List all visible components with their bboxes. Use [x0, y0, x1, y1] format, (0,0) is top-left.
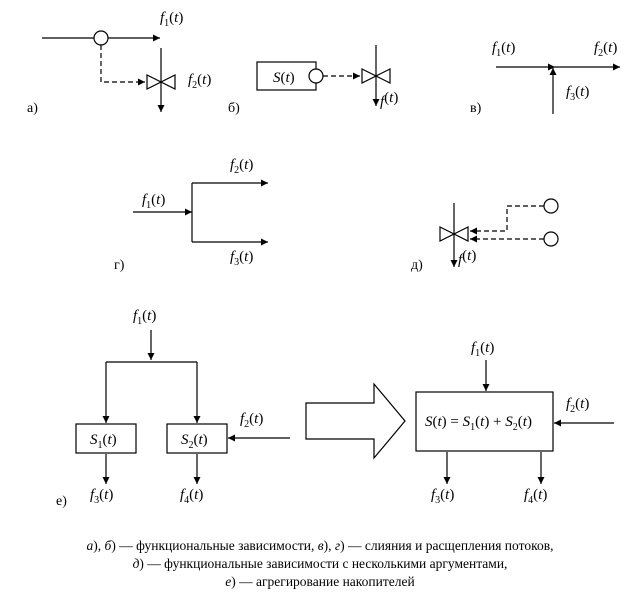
panel-tag-e: е): [56, 494, 67, 509]
label-f2-e-merged: f2(t): [566, 396, 589, 415]
storage-s2-label: S2(t): [181, 432, 208, 451]
panel-e-left: f1(t) S1(t) S2(t) f2(t) f3(t) f4(t) е): [56, 308, 290, 509]
panel-tag-d: д): [411, 258, 423, 273]
sensor-node: [93, 30, 109, 46]
label-f2-g: f2(t): [230, 157, 253, 176]
caption-segment: а: [86, 538, 94, 553]
caption-segment: б: [104, 538, 112, 553]
valve-icon: [439, 226, 469, 242]
caption-segment: е: [225, 574, 232, 589]
label-f1-e: f1(t): [133, 308, 156, 327]
storage-s1-label: S1(t): [90, 432, 117, 451]
valve-icon: [361, 68, 391, 84]
valve-icon: [146, 74, 176, 90]
sensor-node: [543, 231, 559, 247]
caption-segment: ) — функциональные зависимости с несколь…: [139, 556, 508, 571]
label-f3-g: f3(t): [230, 249, 253, 268]
storage-label-b: S(t): [273, 70, 295, 86]
caption-line-2: д) — функциональные зависимости с нескол…: [0, 556, 640, 572]
label-f2-e: f2(t): [240, 411, 263, 430]
transform-arrow-icon: [305, 382, 406, 460]
caption-segment: ) — агрегирование накопителей: [231, 574, 415, 589]
storage-s2-box: [166, 423, 228, 454]
panel-d: f(t) д): [411, 198, 559, 273]
label-f4-e: f4(t): [180, 487, 203, 506]
panel-tag-g: г): [114, 258, 125, 273]
panel-e-right: f1(t) S(t) = S1(t) + S2(t) f2(t) f3(t) f…: [415, 340, 614, 506]
label-f2-a: f2(t): [188, 72, 211, 91]
panel-g: f1(t) f2(t) f3(t) г): [114, 157, 268, 273]
panel-v: f1(t) f2(t) f3(t) в): [470, 40, 620, 116]
caption-segment: д: [132, 556, 140, 571]
panel-tag-v: в): [470, 101, 482, 116]
label-f1-a: f1(t): [160, 10, 183, 29]
label-f3-e-merged: f3(t): [431, 487, 454, 506]
label-f1-g: f1(t): [142, 192, 165, 211]
caption-segment: ),: [323, 538, 335, 553]
label-f3-e: f3(t): [90, 487, 113, 506]
panel-a: f1(t) f2(t) а): [27, 10, 211, 116]
sensor-node: [308, 68, 324, 84]
caption-line-3: е) — агрегирование накопителей: [0, 574, 640, 590]
panel-b: S(t) f(t) б): [228, 45, 398, 116]
label-f4-e-merged: f4(t): [524, 487, 547, 506]
panel-tag-b: б): [228, 101, 240, 116]
label-f1-e-merged: f1(t): [471, 340, 494, 359]
label-f2-v: f2(t): [594, 40, 617, 59]
caption-segment: г: [334, 538, 341, 553]
storage-s1-box: [75, 423, 137, 454]
merged-storage-box: [415, 391, 554, 452]
sensor-node: [543, 198, 559, 214]
label-f-b: f(t): [380, 90, 398, 110]
label-f1-v: f1(t): [492, 40, 515, 59]
caption-segment: ) — функциональные зависимости,: [111, 538, 318, 553]
caption-segment: в: [317, 538, 324, 553]
caption-segment: ),: [93, 538, 105, 553]
caption-segment: ) — слияния и расщепления потоков,: [340, 538, 554, 553]
panel-tag-a: а): [27, 101, 38, 116]
storage-box: [256, 61, 317, 91]
label-f-d: f(t): [458, 248, 476, 268]
label-f3-v: f3(t): [566, 84, 589, 103]
caption-line-1: а), б) — функциональные зависимости, в),…: [0, 538, 640, 554]
merged-storage-formula: S(t) = S1(t) + S2(t): [425, 414, 532, 433]
